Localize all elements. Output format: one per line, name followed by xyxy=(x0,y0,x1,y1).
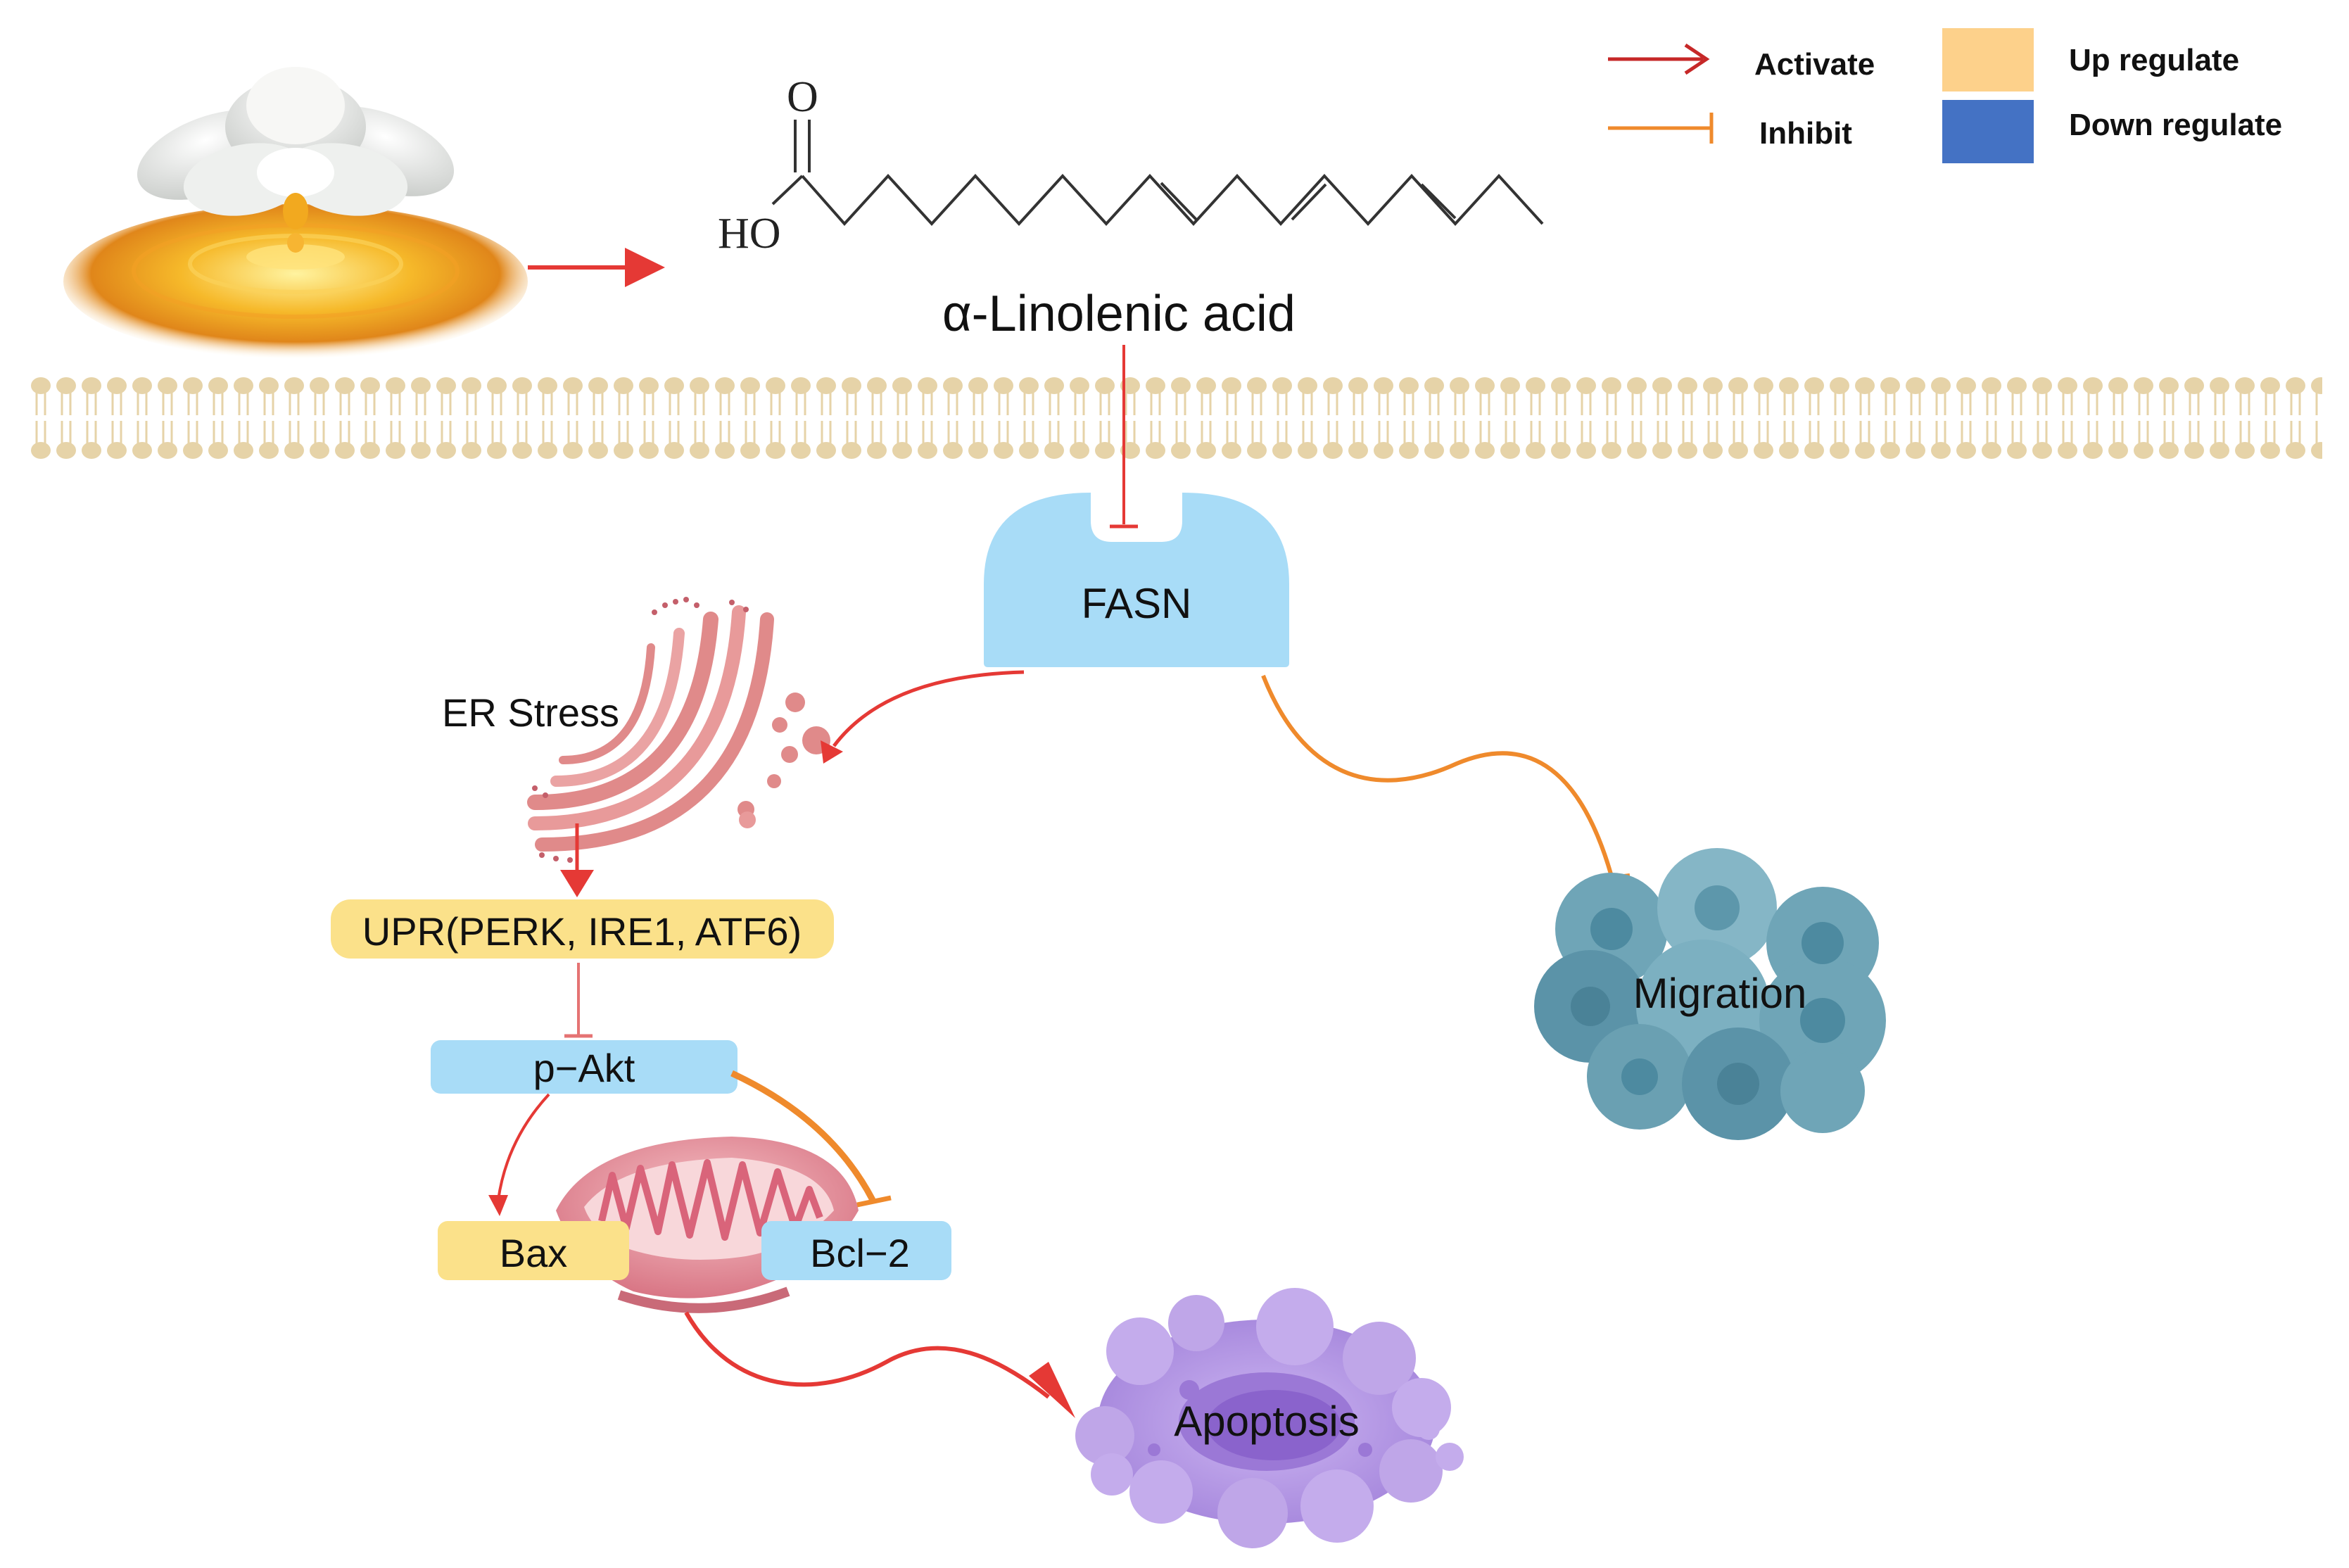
bax-label: Bax xyxy=(500,1231,568,1275)
pakt-activates-bax xyxy=(488,1093,550,1216)
bax-node: Bax xyxy=(438,1221,629,1280)
legend-down-regulate-label: Down regulate xyxy=(2069,108,2282,142)
legend-inhibit: Inhibit xyxy=(1608,113,1852,151)
hydroxyl-label: HO xyxy=(718,210,781,258)
endoplasmic-reticulum-icon xyxy=(527,597,830,863)
acid-inhibits-fasn xyxy=(1110,345,1138,529)
up-regulate-swatch xyxy=(1942,28,2034,91)
er-activates-upr xyxy=(560,823,594,897)
legend-up-regulate-label: Up regulate xyxy=(2069,43,2239,77)
upr-node: UPR(PERK, IRE1, ATF6) xyxy=(331,899,834,959)
bcl2-label: Bcl−2 xyxy=(810,1231,910,1275)
fasn-activates-er xyxy=(821,670,1025,764)
upr-inhibits-pakt xyxy=(564,963,593,1038)
apoptotic-cell-icon xyxy=(1075,1288,1464,1548)
legend-up-regulate: Up regulate xyxy=(1942,28,2239,91)
fasn-inhibits-migration xyxy=(1261,674,1631,882)
carbonyl-oxygen-label: O xyxy=(787,73,818,121)
pakt-inhibits-bcl2 xyxy=(730,1070,892,1208)
fasn-label: FASN xyxy=(1082,580,1192,627)
pakt-label: p−Akt xyxy=(533,1046,635,1090)
fasn-receptor: FASN xyxy=(984,493,1289,667)
molecule-name: α-Linolenic acid xyxy=(942,286,1296,342)
pakt-node: p−Akt xyxy=(431,1040,737,1094)
migration-label: Migration xyxy=(1633,970,1807,1017)
down-regulate-swatch xyxy=(1942,100,2034,163)
alpha-linolenic-acid-structure xyxy=(771,120,1544,226)
legend-down-regulate: Down regulate xyxy=(1942,100,2282,163)
bcl2-node: Bcl−2 xyxy=(761,1221,951,1280)
mito-activates-apoptosis xyxy=(684,1311,1075,1418)
legend-activate-label: Activate xyxy=(1754,47,1875,82)
er-stress-label: ER Stress xyxy=(442,690,619,735)
lipid-bilayer-icon xyxy=(28,376,2322,460)
source-arrow xyxy=(528,248,665,287)
cancer-cell-cluster-icon xyxy=(1534,848,1886,1140)
flower-oil-icon xyxy=(63,67,528,359)
apoptosis-label: Apoptosis xyxy=(1174,1398,1360,1445)
upr-label: UPR(PERK, IRE1, ATF6) xyxy=(362,909,802,954)
legend-activate: Activate xyxy=(1608,43,1875,82)
legend-inhibit-label: Inhibit xyxy=(1759,116,1852,151)
legend: Activate Inhibit Up regulate Down regula… xyxy=(1608,28,2282,163)
